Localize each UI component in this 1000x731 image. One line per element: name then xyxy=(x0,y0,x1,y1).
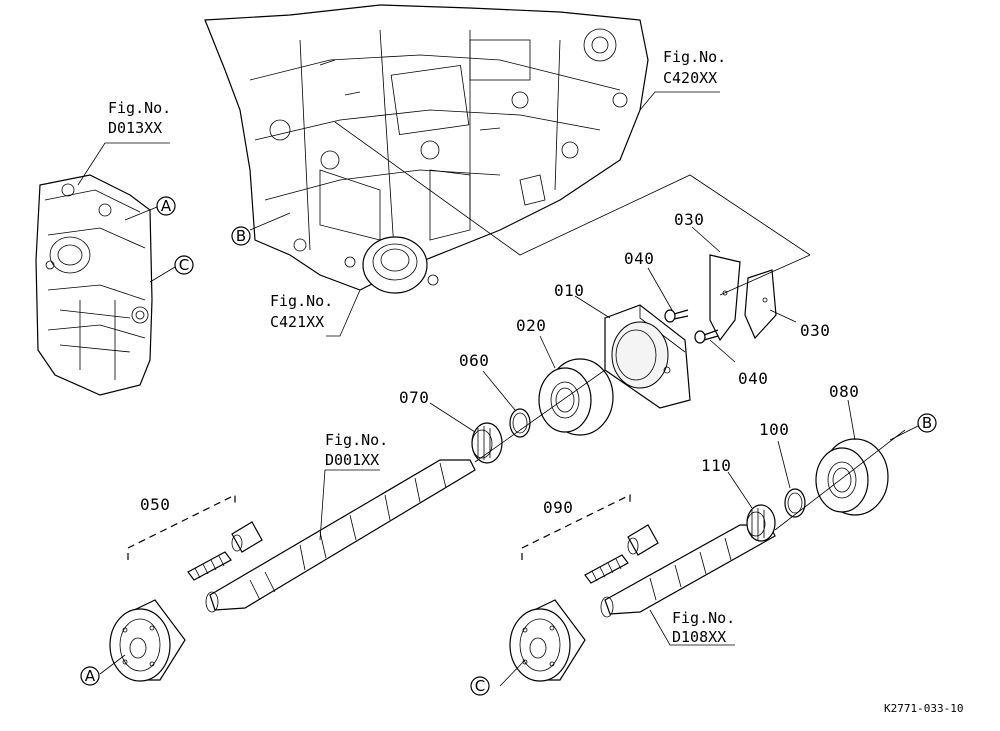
part-number-030-right: 030 xyxy=(800,321,830,340)
fig-ref-d108-line2: D108XX xyxy=(672,628,726,646)
part-number-010: 010 xyxy=(554,281,584,300)
upper-shaft-assembly xyxy=(205,459,476,613)
part-100-snap-ring xyxy=(784,488,806,518)
part-number-050: 050 xyxy=(140,495,170,514)
part-number-110: 110 xyxy=(701,456,731,475)
fig-ref-c421-line1: Fig.No. xyxy=(270,292,333,310)
fig-ref-d001-line2: D001XX xyxy=(325,451,379,469)
connector-c-bottom: C xyxy=(470,676,490,696)
part-050-spring-kit xyxy=(127,494,263,581)
hydraulic-pump-a xyxy=(109,599,186,682)
connector-b-right: B xyxy=(917,413,937,433)
part-number-090: 090 xyxy=(543,498,573,517)
valve-body-housing xyxy=(35,174,153,396)
part-010-shim-block xyxy=(604,304,691,409)
connector-b-left: B xyxy=(231,226,251,246)
part-number-040-top: 040 xyxy=(624,249,654,268)
leader-lines xyxy=(77,91,919,687)
part-number-020: 020 xyxy=(516,316,546,335)
part-060-snap-ring xyxy=(509,408,531,438)
part-number-060: 060 xyxy=(459,351,489,370)
part-110-gear xyxy=(746,504,776,542)
fig-ref-d108-line1: Fig.No. xyxy=(672,609,735,627)
connector-a-top-label: A xyxy=(161,197,172,215)
part-090-spring-kit xyxy=(521,494,659,584)
part-030-shim-upper xyxy=(709,254,741,342)
fig-ref-d001: Fig.No. D001XX xyxy=(325,431,388,469)
part-070-gear xyxy=(471,422,503,464)
fig-ref-d013-line2: D013XX xyxy=(108,119,162,137)
part-020-bearing xyxy=(538,358,614,436)
connector-c-bottom-label: C xyxy=(475,677,485,695)
fig-ref-c420: Fig.No. C420XX xyxy=(663,48,726,87)
connector-c-top-label: C xyxy=(179,256,189,274)
connector-b-right-label: B xyxy=(922,414,932,432)
part-number-030-top: 030 xyxy=(674,210,704,229)
connector-a-bottom: A xyxy=(80,666,100,686)
fig-ref-d013-line1: Fig.No. xyxy=(108,99,171,117)
fig-ref-c420-line2: C420XX xyxy=(663,69,717,87)
part-number-070: 070 xyxy=(399,388,429,407)
connector-b-left-label: B xyxy=(236,227,246,245)
connector-a-bottom-label: A xyxy=(85,667,96,685)
transmission-case-housing xyxy=(204,4,649,294)
part-number-040-bottom: 040 xyxy=(738,369,768,388)
drawing-code: K2771-033-10 xyxy=(884,702,963,715)
fig-ref-d013: Fig.No. D013XX xyxy=(108,99,171,137)
part-030-shim-lower xyxy=(744,269,777,340)
lower-shaft-assembly xyxy=(600,524,776,618)
fig-ref-c421-line2: C421XX xyxy=(270,313,324,331)
fig-ref-d001-line1: Fig.No. xyxy=(325,431,388,449)
part-number-080: 080 xyxy=(829,382,859,401)
connector-a-top: A xyxy=(156,196,176,216)
part-number-100: 100 xyxy=(759,420,789,439)
part-080-bearing xyxy=(815,438,889,516)
fig-ref-d108: Fig.No. D108XX xyxy=(672,609,735,646)
part-040-screw-lower xyxy=(694,329,719,344)
fig-ref-c420-line1: Fig.No. xyxy=(663,48,726,66)
fig-ref-c421: Fig.No. C421XX xyxy=(270,292,333,331)
connector-c-top: C xyxy=(174,255,194,275)
part-040-screw-upper xyxy=(664,309,689,323)
hydraulic-pump-c xyxy=(509,599,586,682)
